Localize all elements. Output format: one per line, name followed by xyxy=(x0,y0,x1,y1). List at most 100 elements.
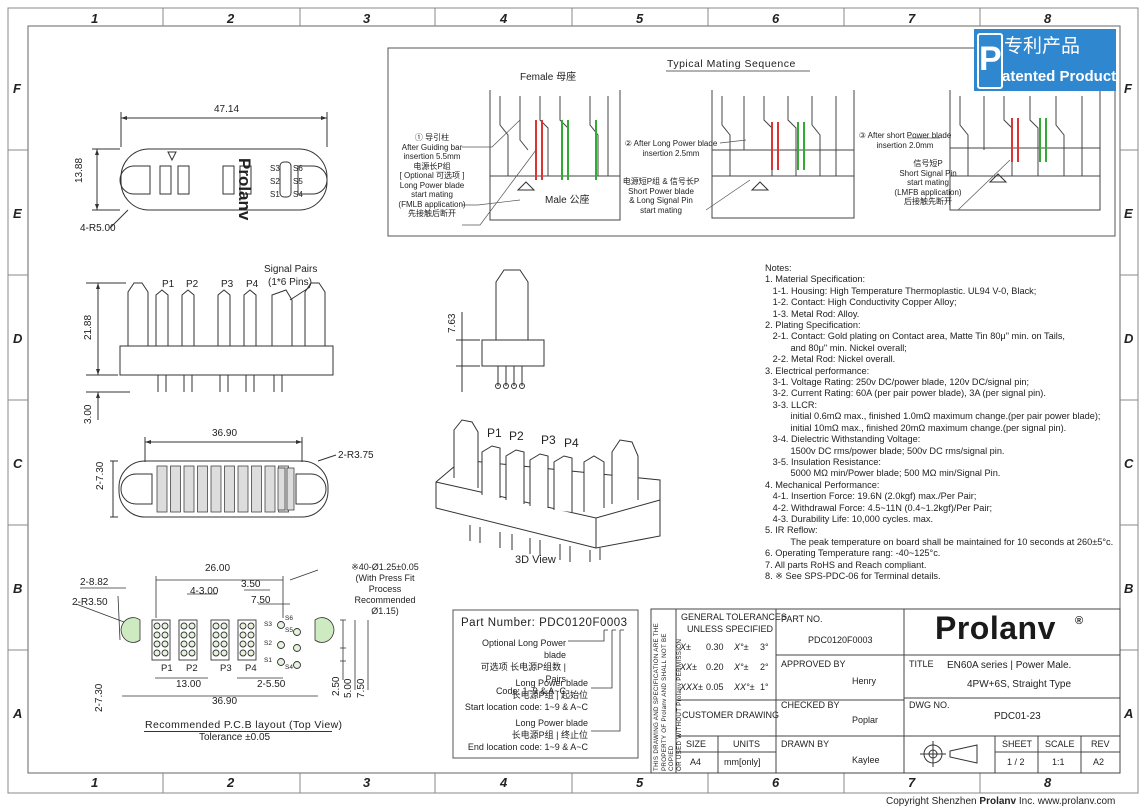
contact-block xyxy=(251,465,262,513)
zone-col-8-bottom: 8 xyxy=(1044,775,1052,790)
pcb-pin-p4: P4 xyxy=(245,663,257,674)
contact-block xyxy=(170,465,181,513)
title-value-1: EN60A series | Power Male. xyxy=(947,660,1072,671)
contact-block xyxy=(237,465,249,513)
badge-letter: P xyxy=(977,33,1003,89)
pn-g1-line3: Code: 1~9 & A~C xyxy=(495,686,566,696)
note-line: Notes: xyxy=(765,263,792,273)
note-line: initial 10mΩ max., finished 20mΩ maximum… xyxy=(765,422,1067,433)
zone-col-7-bottom: 7 xyxy=(908,775,916,790)
zone-row-e-right: E xyxy=(1124,206,1133,221)
pcb-hole xyxy=(212,649,220,657)
pcb-sig-s3: S3 xyxy=(264,621,272,628)
checked-label: CHECKED BY xyxy=(781,700,840,710)
zone-col-8: 8 xyxy=(1044,11,1052,26)
pcb-hole xyxy=(161,640,169,648)
pcb-sig-s2: S2 xyxy=(264,640,272,647)
tol-row2-a: XX± xyxy=(680,662,697,672)
pcb-hole xyxy=(247,640,255,648)
tol-row1-c: X°± xyxy=(734,642,749,652)
pcb-caption-underline xyxy=(144,731,332,732)
pcb-hole xyxy=(239,640,247,648)
note-line: 8. ※ See SPS-PDC-06 for Terminal details… xyxy=(765,570,941,581)
top-dim-radius: 4-R5.00 xyxy=(80,223,116,234)
top-dim-width: 47.14 xyxy=(214,104,240,115)
pn-g1-line2: 可选项 长电源P组数 | Pairs xyxy=(480,662,566,684)
pcb-hole xyxy=(153,631,161,639)
note-line: 3-2. Current Rating: 60A (per pair power… xyxy=(765,388,1046,399)
pcb-dim-2-8-82: 2-8.82 xyxy=(80,577,109,588)
pcb-hole xyxy=(188,622,196,630)
pcb-signal-hole xyxy=(293,661,301,669)
pcb-hole xyxy=(212,631,220,639)
notes-list: Notes:1. Material Specification: 1-1. Ho… xyxy=(765,263,1113,582)
step1-line2: After Guiding bar xyxy=(401,142,463,152)
note-line: 1. Material Specification: xyxy=(765,274,866,285)
iso-pin-p1: P1 xyxy=(487,426,502,440)
pcb-hole xyxy=(188,631,196,639)
pcb-dim-26: 26.00 xyxy=(205,563,231,574)
tol-row2-c: X°± xyxy=(734,662,749,672)
zone-col-2: 2 xyxy=(227,11,235,26)
pcb-sig-s4: S4 xyxy=(285,664,293,671)
tol-row1-b: 0.30 xyxy=(706,642,724,652)
step1-line6: Long Power blade xyxy=(399,180,465,190)
pcb-signal-hole xyxy=(277,621,285,629)
pcb-hole xyxy=(212,622,220,630)
zone-row-c-right: C xyxy=(1124,456,1134,471)
scale-label: SCALE xyxy=(1045,739,1075,749)
pcb-signal-hole xyxy=(293,644,301,652)
pn-g2-line3: Start location code: 1~9 & A~C xyxy=(464,702,588,712)
tol-row3-b: 0.05 xyxy=(706,682,724,692)
checked-value: Poplar xyxy=(852,715,879,725)
dwg-value: PDC01-23 xyxy=(994,711,1041,722)
pcb-hole xyxy=(220,649,228,657)
zone-row-b-right: B xyxy=(1124,581,1134,596)
step1-line4: 电源长P组 xyxy=(413,161,451,171)
logo-registered-mark: ® xyxy=(1075,615,1084,627)
pcb-hole xyxy=(161,622,169,630)
note-line: 2-2. Metal Rod: Nickel overall. xyxy=(765,354,896,365)
customer-drawing-label: CUSTOMER DRAWING xyxy=(682,710,780,720)
contact-block xyxy=(156,465,168,513)
signal-block xyxy=(277,467,286,511)
pcb-hole xyxy=(180,640,188,648)
note-line: 4. Mechanical Performance: xyxy=(765,479,880,490)
step1-line7: start mating xyxy=(411,190,453,199)
tol-row2-d: 2° xyxy=(760,662,769,672)
pcb-hole xyxy=(247,649,255,657)
pcb-dim-2-5-50: 2-5.50 xyxy=(257,679,286,690)
zone-col-5: 5 xyxy=(636,11,644,26)
badge-line2: atented Product xyxy=(1002,68,1117,85)
copyright-suffix: Inc. www.prolanv.com xyxy=(1018,796,1116,807)
zone-col-3-bottom: 3 xyxy=(363,775,371,790)
zone-row-a-right: A xyxy=(1124,706,1134,721)
sheet-value: 1 / 2 xyxy=(1007,757,1025,767)
part-number-group3: Long Power blade 长电源P组 | 终止位 End locatio… xyxy=(456,717,588,753)
gen-tol-label: GENERAL TOLERANCES xyxy=(681,612,787,622)
pcb-hole xyxy=(180,622,188,630)
pn-g2-line1: Long Power blade xyxy=(515,678,588,688)
pcb-pin-p2: P2 xyxy=(186,663,198,674)
pcb-hole xyxy=(239,649,247,657)
step3a-line1: ③ After short Power blade xyxy=(858,131,952,140)
sheet-label: SHEET xyxy=(1002,739,1033,749)
pcb-hole xyxy=(220,622,228,630)
pcb-pad-group xyxy=(178,619,198,661)
contact-block xyxy=(210,465,222,513)
tol-row3-d: 1° xyxy=(760,682,769,692)
step3b-line5: 后接触先断开 xyxy=(904,197,952,206)
approved-label: APPROVED BY xyxy=(781,659,846,669)
sig-s6: S6 xyxy=(293,164,303,173)
mating-title: Typical Mating Sequence xyxy=(667,58,796,70)
units-value: mm[only] xyxy=(724,757,761,767)
contact-block xyxy=(197,465,208,513)
part-no-label: PART NO. xyxy=(781,614,823,624)
pcb-signal-hole xyxy=(293,628,301,636)
note-line: 3-1. Voltage Rating: 250v DC/power blade… xyxy=(765,377,1030,388)
pcb-dim-7-50: 7.50 xyxy=(251,595,271,606)
step2b-line1: 电源短P组 & 信号长P xyxy=(622,177,700,186)
copyright-prefix: Copyright Shenzhen xyxy=(886,796,977,807)
